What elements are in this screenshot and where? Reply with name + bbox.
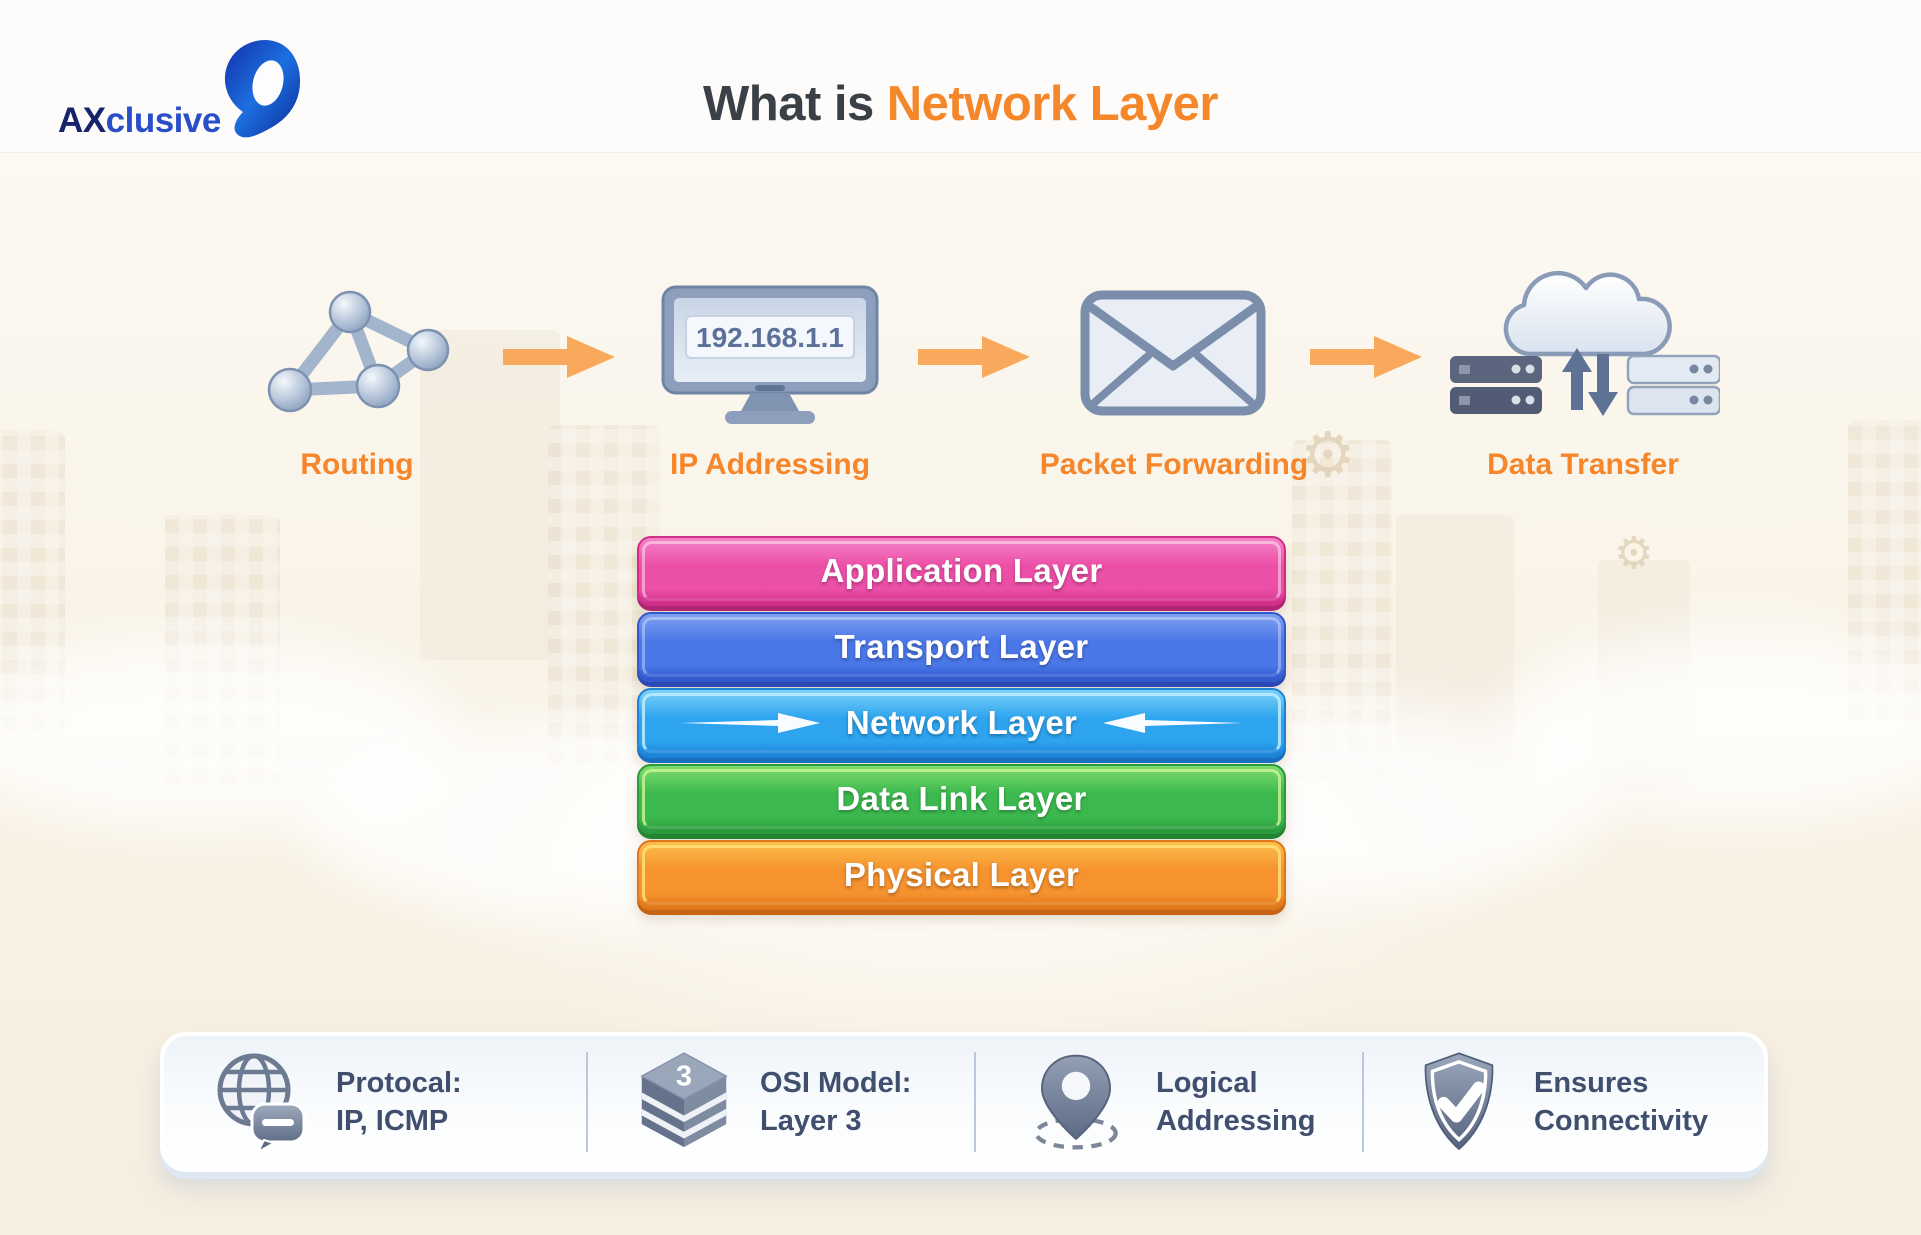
header-band <box>0 0 1921 153</box>
flow-arrow-icon <box>918 336 1030 378</box>
fact-protocol: Protocal: IP, ICMP <box>164 1036 588 1168</box>
chat-bubble <box>250 1102 306 1154</box>
layer-label: Transport Layer <box>834 628 1089 665</box>
fact-line1: Ensures <box>1533 1066 1649 1099</box>
cube-badge: 3 <box>676 1061 692 1093</box>
fact-connectivity: Ensures Connectivity <box>1364 1036 1764 1168</box>
flow-label-ip-addressing: IP Addressing <box>669 448 871 481</box>
layer-application: Application Layer <box>637 536 1286 606</box>
title-highlight: Network Layer <box>886 77 1219 131</box>
server-left <box>1450 356 1542 414</box>
map-pin-icon <box>1034 1054 1118 1150</box>
background-glow <box>330 620 1590 1050</box>
monitor-screen-text: 192.168.1.1 <box>696 322 844 353</box>
fact-line1: OSI Model: <box>759 1066 912 1099</box>
globe-chat-icon <box>217 1053 306 1154</box>
fact-text: OSI Model: Layer 3 <box>760 1064 911 1141</box>
fact-osi-model: 3 OSI Model: Layer 3 <box>588 1036 976 1168</box>
pointer-right-icon <box>679 713 820 733</box>
layer-data-link: Data Link Layer <box>637 764 1286 834</box>
title-prefix: What is <box>703 77 874 131</box>
network-nodes-icon <box>267 290 450 413</box>
envelope-icon <box>1080 290 1266 416</box>
fact-line2: Addressing <box>1155 1105 1316 1137</box>
layer-transport: Transport Layer <box>637 612 1286 682</box>
flow-arrow-icon <box>1310 336 1422 378</box>
pointer-left-icon <box>1103 713 1244 733</box>
facts-bar: Protocal: IP, ICMP 3 OSI Model: Layer 3 <box>160 1032 1768 1172</box>
layer-label: Network Layer <box>845 704 1078 741</box>
building-silhouette <box>420 330 560 660</box>
fact-line2: Connectivity <box>1533 1105 1709 1137</box>
brand-name: AXclusive <box>58 103 221 138</box>
fact-line1: Protocal: <box>336 1066 462 1099</box>
layer-label: Application Layer <box>820 552 1103 589</box>
fact-logical-addressing: Logical Addressing <box>976 1036 1364 1168</box>
fact-line2: IP, ICMP <box>336 1105 449 1137</box>
layer-label: Data Link Layer <box>836 780 1087 817</box>
cloud-servers-icon <box>1450 270 1720 416</box>
fact-text: Ensures Connectivity <box>1534 1064 1708 1141</box>
layer-network-highlighted: Network Layer <box>637 688 1286 758</box>
shield-check-icon <box>1424 1052 1494 1151</box>
fact-text: Protocal: IP, ICMP <box>336 1064 462 1141</box>
gear-icon: ⚙ <box>1614 528 1654 579</box>
flow-label-packet-forwarding: Packet Forwarding <box>1039 448 1309 481</box>
gear-icon: ⚙ <box>1300 418 1356 491</box>
layer-physical: Physical Layer <box>637 840 1286 910</box>
brand-name-bold: AX <box>58 101 106 140</box>
transfer-arrows <box>1562 348 1618 416</box>
brand-logo: AXclusive <box>58 38 301 142</box>
layer-label: Physical Layer <box>843 856 1080 893</box>
fact-text: Logical Addressing <box>1156 1064 1316 1141</box>
flow-label-data-transfer: Data Transfer <box>1487 448 1679 481</box>
fact-line1: Logical <box>1155 1066 1258 1099</box>
monitor-icon: 192.168.1.1 <box>661 285 879 424</box>
brand-name-light: clusive <box>105 101 222 140</box>
fact-line2: Layer 3 <box>759 1105 862 1137</box>
flow-label-routing: Routing <box>300 448 414 481</box>
brand-swirl-icon <box>224 40 300 138</box>
flow-arrow-icon <box>503 336 615 378</box>
layer-cube-icon: 3 <box>640 1052 728 1148</box>
server-right <box>1626 354 1720 416</box>
